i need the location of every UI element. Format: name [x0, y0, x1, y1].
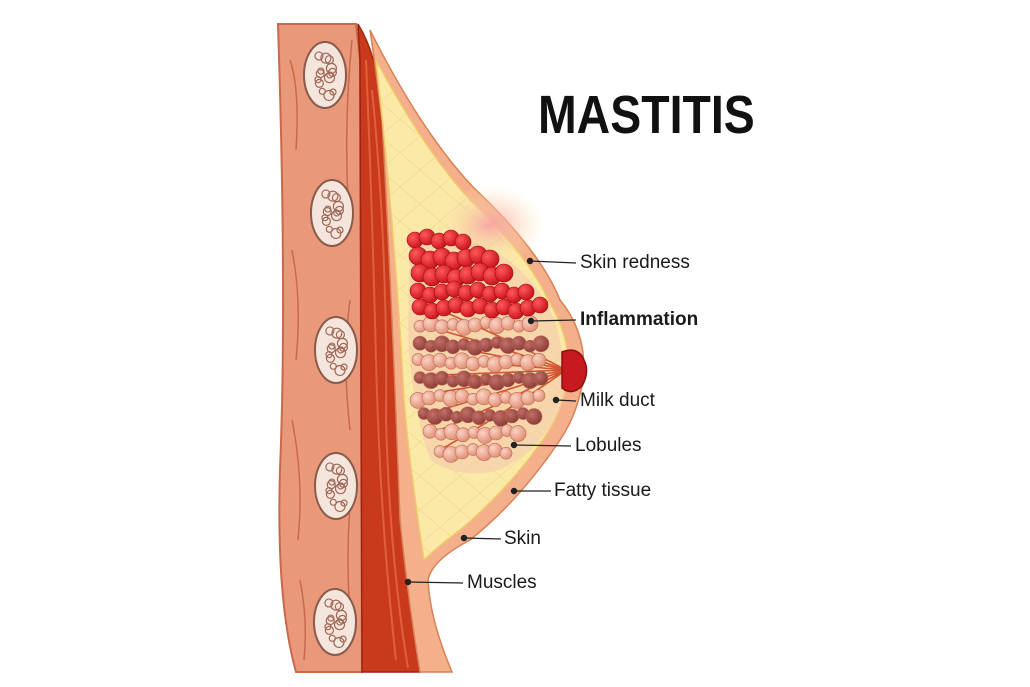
label-skin: Skin [504, 528, 541, 549]
lobule-ball [532, 389, 546, 402]
label-skin-redness: Skin redness [580, 252, 690, 273]
label-muscles: Muscles [467, 572, 537, 593]
label-milk-duct: Milk duct [580, 390, 655, 411]
rib-bone [314, 452, 358, 520]
lobule-ball [422, 423, 438, 439]
lobule-ball [478, 337, 494, 353]
lobules [409, 315, 550, 463]
lobule-ball [434, 319, 450, 335]
lobule-ball [487, 442, 503, 458]
lobule-ball [499, 446, 513, 460]
rib-bone [314, 316, 358, 384]
label-lobules: Lobules [575, 435, 642, 456]
lobule-ball [421, 390, 437, 406]
rib-bone [303, 41, 347, 109]
lobule-ball [500, 372, 516, 388]
lobule-ball [445, 339, 461, 355]
rib-bone [310, 179, 354, 247]
lobule-ball [434, 370, 450, 386]
lobule-ball [525, 408, 543, 425]
lobule-ball [487, 392, 503, 408]
inflamed-ball [454, 233, 472, 251]
lobule-ball [438, 406, 454, 422]
label-inflammation: Inflammation [580, 309, 699, 330]
lobule-ball [498, 354, 514, 370]
lobule-ball [504, 408, 520, 424]
lobule-ball [488, 425, 504, 441]
diagram-title: MASTITIS [538, 85, 755, 145]
lobule-ball [532, 335, 550, 353]
rib-bone [313, 588, 357, 656]
rib-bones [303, 41, 358, 656]
lobule-ball [454, 444, 470, 460]
lobule-ball [471, 410, 487, 426]
lobule-ball [455, 427, 471, 443]
label-fatty-tissue: Fatty tissue [554, 480, 652, 501]
inflamed-ball [531, 296, 549, 314]
muscle-fibers [365, 59, 409, 669]
inflamed-ball [494, 263, 514, 283]
lobule-ball [432, 352, 448, 368]
leader-lines [404, 257, 577, 586]
lobule-ball [465, 356, 481, 372]
lobule-ball [467, 374, 483, 390]
lobule-ball [412, 335, 428, 351]
lobule-ball [454, 388, 470, 404]
inflamed-ball [517, 283, 535, 301]
lobule-ball [533, 370, 549, 386]
inflammation-cluster [406, 228, 549, 320]
lobule-ball [520, 390, 536, 406]
lobule-ball [531, 352, 547, 368]
nipple [561, 349, 588, 393]
lobule-ball [511, 335, 527, 351]
lobule-ball [509, 425, 527, 442]
lobule-ball [467, 317, 483, 333]
